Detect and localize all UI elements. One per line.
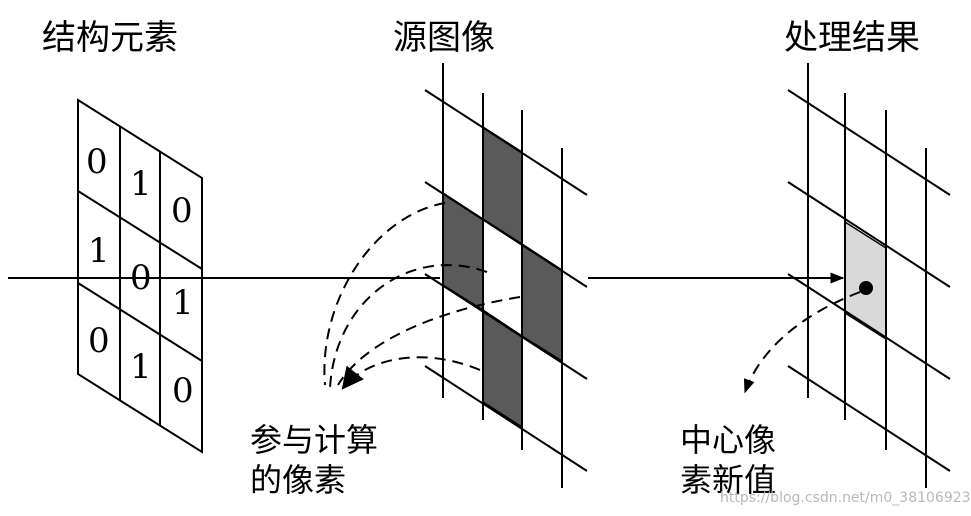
- dashed-arrow: [323, 202, 446, 386]
- se-cell-value: 1: [172, 283, 194, 323]
- grid-line: [424, 365, 588, 472]
- structuring-element-values: 0 1 0 1 0 1 0 1 0: [86, 142, 194, 411]
- source-active-pixels: [442, 125, 563, 429]
- grid-line: [787, 89, 951, 196]
- se-cell-value: 0: [172, 371, 194, 411]
- grid-line: [77, 282, 203, 362]
- grid-line: [424, 181, 588, 288]
- result-center-pixel: [844, 220, 887, 341]
- se-cell-value: 1: [88, 231, 110, 271]
- source-image-grid: [424, 63, 588, 488]
- active-pixel-right: [521, 242, 563, 363]
- grid-line: [77, 190, 203, 270]
- caption-line: 中心像: [680, 421, 777, 459]
- grid-line: [787, 273, 951, 380]
- active-pixel-bottom: [482, 308, 523, 429]
- caption-participating-pixels: 参与计算 的像素: [250, 420, 378, 500]
- center-value-dashed-arrow: [743, 291, 861, 394]
- dashed-arrow: [329, 264, 488, 389]
- grid-line: [424, 273, 588, 380]
- active-pixel-left: [442, 191, 484, 312]
- grid-line: [787, 365, 951, 472]
- caption-line: 素新值: [680, 461, 777, 499]
- caption-line: 的像素: [250, 461, 347, 499]
- grid-line: [424, 89, 588, 196]
- title-structuring-element: 结构元素: [42, 18, 178, 58]
- dashed-arrow: [341, 356, 481, 390]
- se-cell-value: 0: [88, 321, 110, 361]
- structuring-element-grid: [77, 98, 203, 454]
- title-result: 处理结果: [784, 18, 920, 58]
- result-grid: [743, 63, 951, 488]
- se-cell-value: 0: [86, 142, 108, 182]
- caption-line: 参与计算: [250, 421, 379, 459]
- caption-center-new-value: 中心像 素新值: [680, 420, 776, 500]
- title-source-image: 源图像: [393, 18, 495, 58]
- center-pixel-dot: [859, 281, 873, 295]
- grid-line: [787, 181, 951, 288]
- se-cell-value: 0: [171, 191, 193, 231]
- watermark: https://blog.csdn.net/m0_38106923: [720, 490, 971, 506]
- active-pixel-top: [482, 125, 523, 246]
- se-cell-value: 1: [130, 347, 152, 387]
- participating-pixel-arrows: [323, 202, 521, 390]
- se-cell-value: 1: [130, 164, 152, 204]
